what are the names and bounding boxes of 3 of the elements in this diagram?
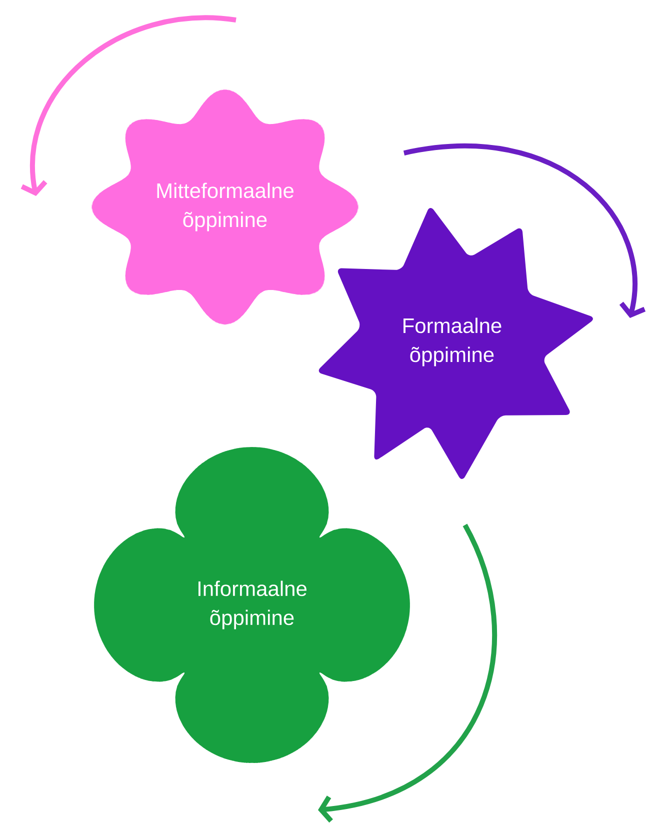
- arrow: [20, 15, 236, 196]
- arrow: [404, 144, 646, 318]
- arrow: [318, 524, 497, 823]
